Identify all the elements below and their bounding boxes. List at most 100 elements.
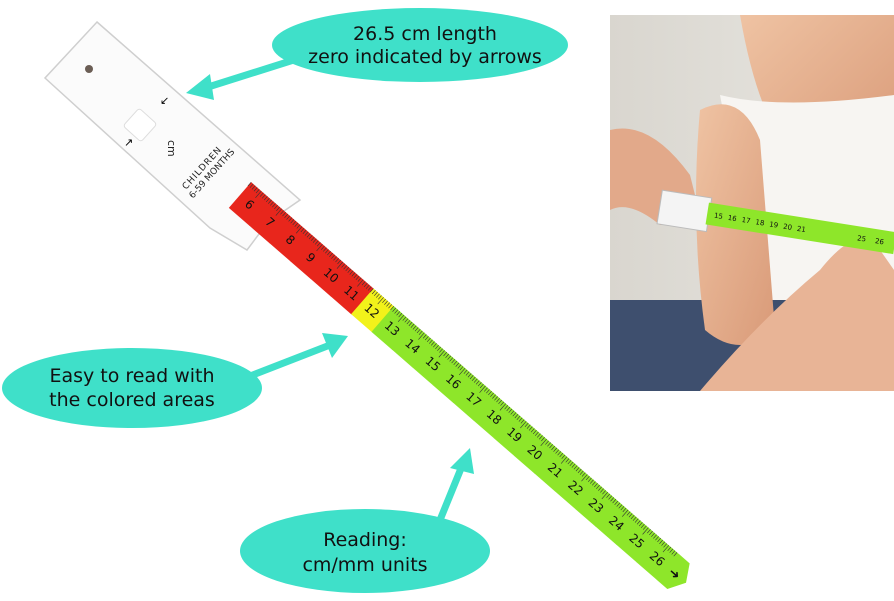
tape-segment-23 bbox=[575, 483, 619, 528]
tape-tick bbox=[512, 412, 517, 417]
tape-tick bbox=[275, 208, 282, 216]
tape-segment-18 bbox=[473, 394, 517, 439]
tape-tick bbox=[414, 327, 419, 332]
tape-tick bbox=[272, 203, 276, 208]
tape-tick bbox=[610, 497, 615, 502]
tape-segment-10 bbox=[310, 253, 354, 297]
tape-tick bbox=[642, 525, 647, 530]
tape-tick bbox=[499, 403, 507, 411]
tape-tick bbox=[642, 527, 649, 535]
tape-tick bbox=[520, 421, 527, 429]
tape-tip bbox=[656, 554, 690, 590]
tape-tick bbox=[263, 196, 268, 201]
tape-tick bbox=[534, 431, 539, 436]
tape-tick bbox=[424, 336, 429, 341]
tape-tick bbox=[565, 458, 570, 463]
tape-tick bbox=[390, 305, 395, 311]
zero-arrow-right-icon: ↙ bbox=[160, 94, 169, 107]
photo-tape-number: 16 bbox=[727, 214, 738, 223]
tape-tick bbox=[560, 456, 568, 464]
tape-tick bbox=[404, 318, 409, 323]
tape-segment-22 bbox=[554, 465, 598, 510]
tape-tick bbox=[438, 350, 445, 358]
tape-tick bbox=[316, 243, 323, 252]
tape-segment-6 bbox=[228, 182, 272, 226]
tape-tick bbox=[437, 346, 441, 351]
tape-tick bbox=[294, 222, 299, 227]
photo-tape-card bbox=[656, 189, 713, 233]
tape-tick bbox=[575, 467, 580, 472]
photo-tape-number: 15 bbox=[713, 212, 723, 221]
tape-tick bbox=[594, 483, 598, 488]
tape-tick bbox=[618, 504, 623, 509]
callout-reading: Reading: cm/mm units bbox=[240, 448, 490, 593]
tape-tick bbox=[490, 392, 494, 397]
tape-tick bbox=[451, 359, 456, 364]
tape-tick bbox=[341, 263, 346, 268]
tape-tick bbox=[465, 371, 470, 376]
tape-tick bbox=[659, 539, 663, 544]
hang-hole bbox=[85, 65, 93, 73]
tape-tick bbox=[469, 375, 474, 380]
tape-tick bbox=[386, 302, 390, 307]
tape-tick bbox=[418, 332, 425, 340]
tape-tick bbox=[581, 472, 586, 477]
tape-tick bbox=[312, 238, 317, 243]
tape-tick bbox=[253, 187, 258, 192]
tape-segment-24 bbox=[595, 501, 639, 545]
tape-tick bbox=[608, 495, 613, 500]
tape-tick bbox=[345, 266, 350, 272]
tape-tick bbox=[628, 513, 633, 518]
tape-tick bbox=[249, 183, 254, 188]
tape-tick bbox=[477, 382, 482, 387]
tape-segment-25 bbox=[616, 518, 660, 563]
tape-tick bbox=[295, 226, 303, 234]
tape-tick bbox=[638, 522, 643, 527]
tape-tick bbox=[553, 447, 558, 452]
callout-length: 26.5 cm length zero indicated by arrows bbox=[186, 8, 568, 100]
tape-tick bbox=[634, 518, 639, 523]
tape-tick bbox=[475, 380, 480, 385]
tape-tick bbox=[557, 451, 562, 456]
tape-tick bbox=[325, 249, 329, 254]
tape-tick bbox=[467, 373, 472, 378]
tape-tick bbox=[343, 265, 348, 270]
tape-tick bbox=[589, 479, 594, 484]
tape-tick bbox=[251, 185, 256, 190]
card-unit: cm bbox=[165, 140, 178, 157]
photo-tape-number: 17 bbox=[741, 216, 751, 225]
tape-segment-19 bbox=[493, 412, 537, 457]
tape-tick bbox=[449, 357, 454, 362]
tape-tick bbox=[532, 429, 537, 435]
tape-tick bbox=[280, 210, 284, 215]
tape-tick bbox=[433, 343, 437, 348]
callout-colors-arrow-shaft bbox=[243, 341, 332, 382]
tape-tick bbox=[265, 197, 270, 203]
tape-tick bbox=[459, 366, 464, 371]
tape-tick bbox=[378, 295, 382, 300]
tape-tick bbox=[288, 217, 293, 222]
tape-tick bbox=[528, 426, 533, 431]
tape-tick bbox=[561, 454, 566, 459]
tape-tick bbox=[471, 376, 476, 381]
tape-tick bbox=[647, 529, 651, 534]
tape-tick bbox=[445, 353, 450, 358]
tape-tick bbox=[455, 362, 460, 367]
callout-colors-line2: the colored areas bbox=[49, 389, 215, 411]
tape-tick bbox=[429, 339, 433, 344]
tape-tick bbox=[494, 396, 498, 401]
photo-tape-number: 21 bbox=[796, 225, 806, 234]
tape-tick bbox=[306, 233, 311, 238]
adult-hand-right bbox=[700, 238, 894, 391]
photo-tape-strip bbox=[705, 202, 894, 255]
tape-tick bbox=[357, 279, 364, 287]
tape-tick bbox=[520, 419, 525, 424]
tape-tick bbox=[382, 298, 386, 304]
tape-tick bbox=[337, 259, 342, 265]
tape-tick bbox=[308, 235, 313, 240]
tape-tick bbox=[622, 507, 627, 513]
tape-tick bbox=[555, 449, 560, 454]
